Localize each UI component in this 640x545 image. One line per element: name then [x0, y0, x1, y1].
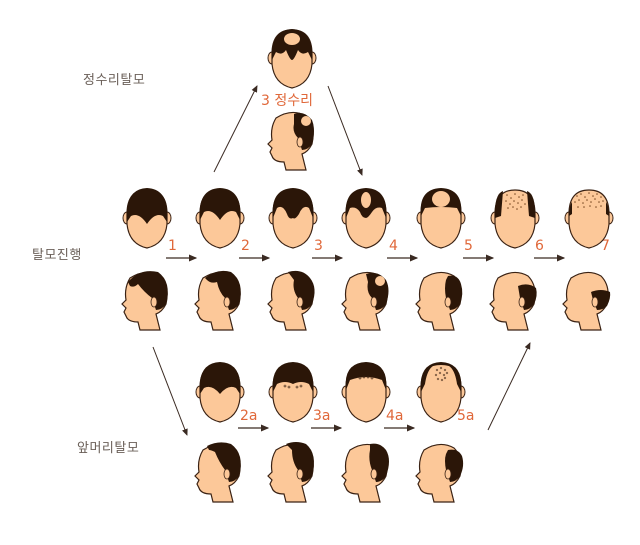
head-side-stage-3a	[267, 442, 314, 503]
head-front-stage-4	[341, 188, 391, 249]
stage-label-3-crown: 3 정수리	[261, 93, 313, 109]
head-side-stage-2a	[194, 442, 241, 503]
head-side-stage-4a	[341, 443, 389, 503]
head-side-stage-1	[121, 271, 168, 331]
label-hair-loss-progression: 탈모진행	[32, 248, 82, 263]
head-front-stage-5a	[416, 362, 466, 423]
stage-number-2: 2	[241, 238, 250, 254]
stage-number-4a: 4a	[386, 408, 404, 424]
head-front-stage-1	[122, 188, 172, 249]
stage-number-1: 1	[168, 238, 177, 254]
label-frontal-hair-loss: 앞머리탈모	[77, 441, 140, 456]
stage-number-3a: 3a	[313, 408, 331, 424]
head-side-stage-7	[562, 271, 611, 331]
head-front-stage-5	[416, 188, 466, 249]
head-front-stage-3a	[268, 362, 318, 423]
head-front-stage-2	[195, 188, 245, 249]
stage-number-4: 4	[389, 238, 398, 254]
head-front-stage-2a	[195, 362, 245, 423]
stage-number-2a: 2a	[240, 408, 258, 424]
head-front-stage-6	[490, 189, 540, 249]
stage-number-7: 7	[601, 238, 610, 254]
head-side-crown-3v	[267, 111, 314, 171]
head-side-stage-5	[415, 271, 463, 331]
head-side-stage-5a	[415, 443, 464, 503]
head-front-crown-3v	[267, 29, 317, 89]
head-side-stage-6	[489, 271, 537, 331]
head-front-stage-3	[268, 188, 318, 249]
head-side-stage-4	[341, 271, 389, 331]
head-front-stage-4a	[341, 362, 391, 423]
head-side-stage-2	[194, 270, 241, 331]
head-side-stage-3	[267, 270, 315, 331]
stage-number-3: 3	[314, 238, 323, 254]
head-front-stage-7	[564, 189, 614, 249]
stage-number-5a: 5a	[457, 408, 475, 424]
stage-number-5: 5	[464, 238, 473, 254]
stage-number-6: 6	[535, 238, 544, 254]
label-crown-hair-loss: 정수리탈모	[83, 73, 146, 88]
